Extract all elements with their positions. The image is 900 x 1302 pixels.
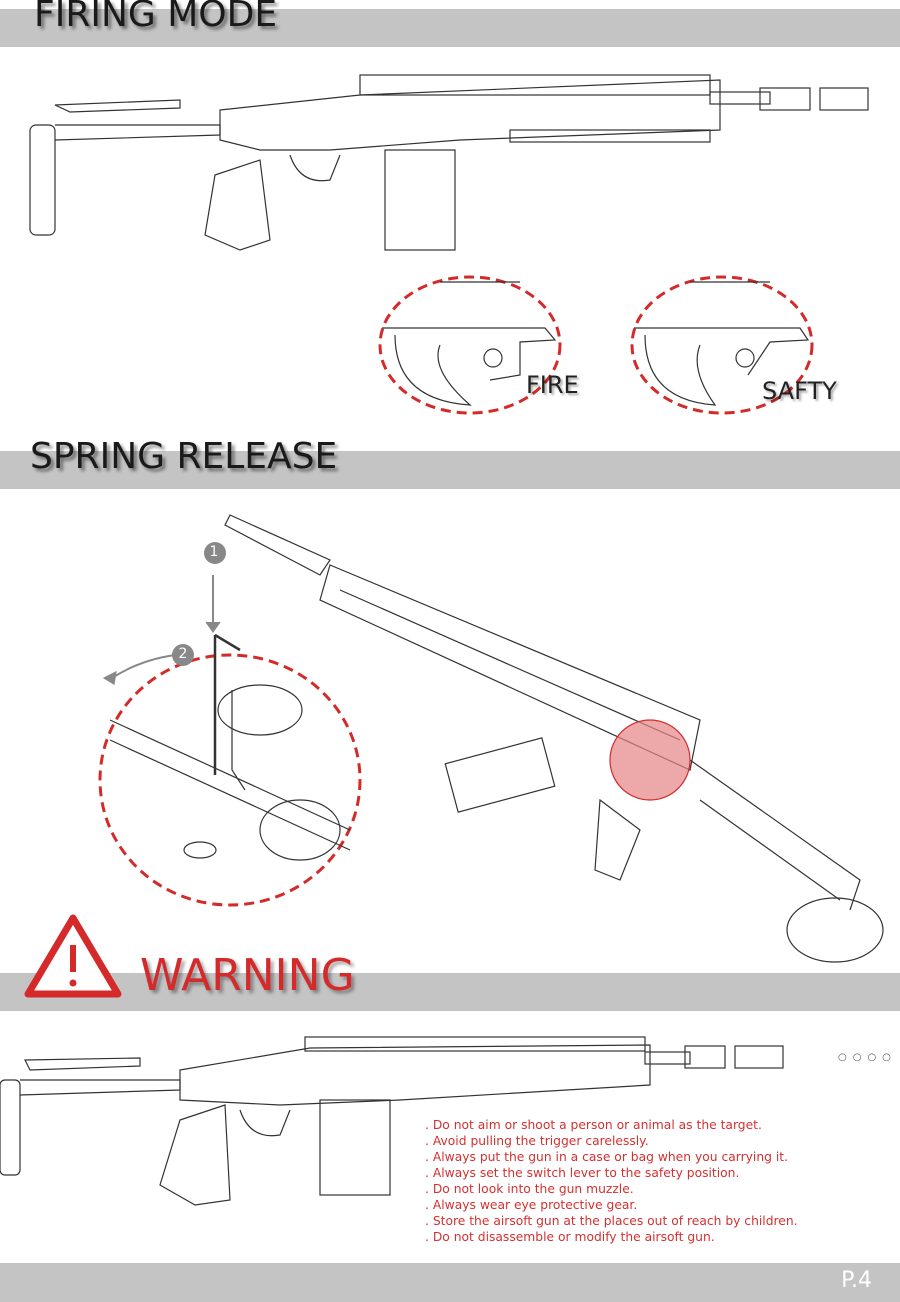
spring-release-heading: SPRING RELEASE (30, 436, 338, 477)
warning-item: . Always put the gun in a case or bag wh… (425, 1150, 788, 1164)
firing-mode-heading: FIRING MODE (34, 0, 278, 35)
section-bar (0, 9, 900, 47)
section-bar (0, 973, 900, 1011)
warning-heading: WARNING (140, 950, 355, 1001)
warning-item: . Do not look into the gun muzzle. (425, 1182, 634, 1196)
safety-label: SAFTY (762, 377, 837, 405)
warning-list: . Do not aim or shoot a person or animal… (425, 1117, 798, 1245)
page-number: P.4 (841, 1268, 872, 1293)
fire-mode-inset (378, 275, 562, 415)
step-1-marker: 1 (209, 544, 219, 560)
rifle-side-view-illustration-bottom (0, 1036, 784, 1206)
footer-bar (0, 1263, 900, 1302)
fire-label: FIRE (526, 371, 579, 399)
rifle-side-view-illustration (29, 74, 869, 251)
warning-triangle-icon (24, 914, 122, 998)
decorative-dots: ○○○○ (838, 1052, 897, 1063)
warning-item: . Do not aim or shoot a person or animal… (425, 1118, 762, 1132)
warning-item: . Do not disassemble or modify the airso… (425, 1230, 715, 1244)
rifle-angled-illustration (224, 514, 884, 963)
step-2-marker: 2 (178, 646, 188, 662)
warning-item: . Store the airsoft gun at the places ou… (425, 1214, 798, 1228)
section-bar (0, 451, 900, 489)
safety-mode-inset (630, 275, 814, 415)
spring-release-detail (98, 542, 362, 907)
warning-item: . Always wear eye protective gear. (425, 1198, 638, 1212)
warning-item: . Avoid pulling the trigger carelessly. (425, 1134, 649, 1148)
warning-item: . Always set the switch lever to the saf… (425, 1166, 740, 1180)
